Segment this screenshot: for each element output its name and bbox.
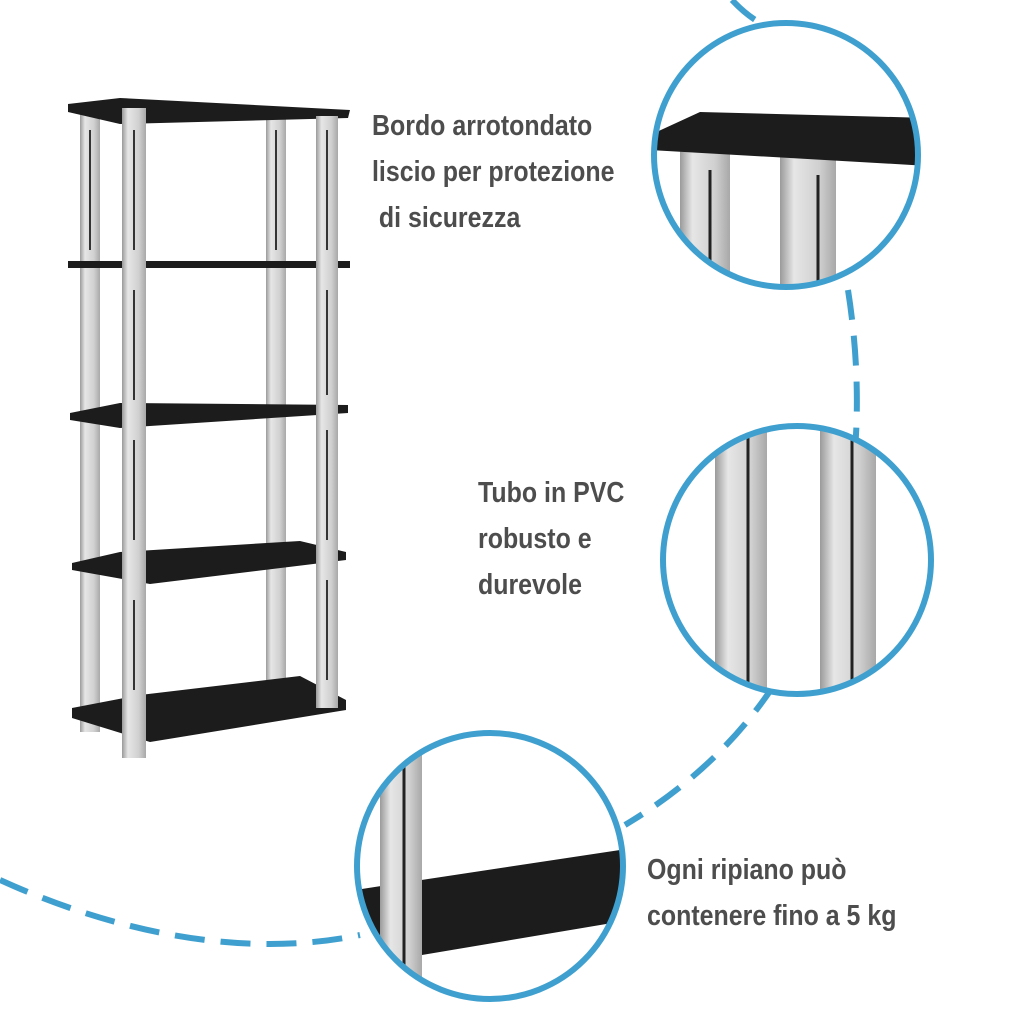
shelf-unit	[68, 98, 350, 758]
feature-caption-rounded-edge: Bordo arrotondato liscio per protezione …	[372, 103, 615, 241]
detail-shelf-load	[354, 730, 626, 1002]
caption-line: robusto e	[478, 523, 592, 555]
detail-pvc-tube	[660, 423, 934, 697]
detail-rounded-edge	[651, 20, 921, 290]
caption-line: di sicurezza	[372, 202, 521, 234]
caption-line: durevole	[478, 569, 582, 601]
caption-line: Bordo arrotondato	[372, 110, 593, 142]
caption-line: liscio per protezione	[372, 156, 615, 188]
caption-line: Tubo in PVC	[478, 477, 625, 509]
feature-caption-pvc-tube: Tubo in PVC robusto e durevole	[478, 470, 624, 608]
caption-line: Ogni ripiano può	[647, 854, 847, 886]
feature-caption-shelf-load: Ogni ripiano può contenere fino a 5 kg	[647, 847, 896, 939]
caption-line: contenere fino a 5 kg	[647, 900, 897, 932]
